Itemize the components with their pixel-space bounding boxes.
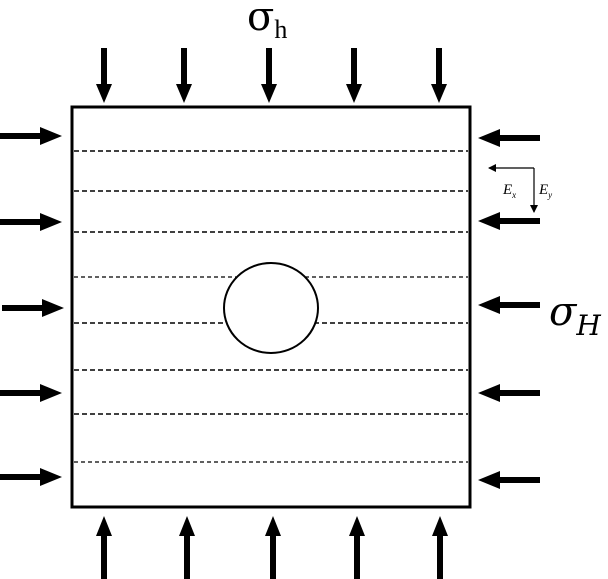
arrow-up	[96, 516, 112, 579]
tunnel-cavity	[223, 262, 319, 354]
ey-label: Ey	[538, 182, 552, 200]
left-arrows	[0, 127, 64, 486]
arrow-up	[432, 516, 448, 579]
arrow-left	[478, 212, 540, 230]
arrow-up	[179, 516, 195, 579]
sigma-H-label: σH	[549, 289, 601, 342]
arrow-left	[478, 296, 540, 314]
arrow-right	[0, 468, 62, 486]
arrow-right	[0, 213, 62, 231]
arrow-up	[265, 516, 281, 579]
arrow-left	[478, 471, 540, 489]
sigma-h-label: σh	[247, 0, 287, 44]
arrow-down	[96, 48, 112, 103]
arrow-down	[176, 48, 192, 103]
arrow-up	[349, 516, 365, 579]
arrow-right	[0, 127, 62, 145]
arrow-down	[431, 48, 447, 103]
arrow-left	[478, 129, 540, 147]
arrow-right	[2, 299, 64, 317]
arrow-left	[478, 384, 540, 402]
rock-block	[70, 105, 472, 509]
arrow-down	[261, 48, 277, 103]
right-arrows	[478, 129, 540, 489]
arrow-down	[346, 48, 362, 103]
modulus-axes: Ex Ey	[488, 164, 552, 213]
ex-label: Ex	[502, 182, 516, 200]
top-arrows	[96, 48, 447, 103]
arrow-right	[0, 384, 62, 402]
bottom-arrows	[96, 516, 448, 579]
